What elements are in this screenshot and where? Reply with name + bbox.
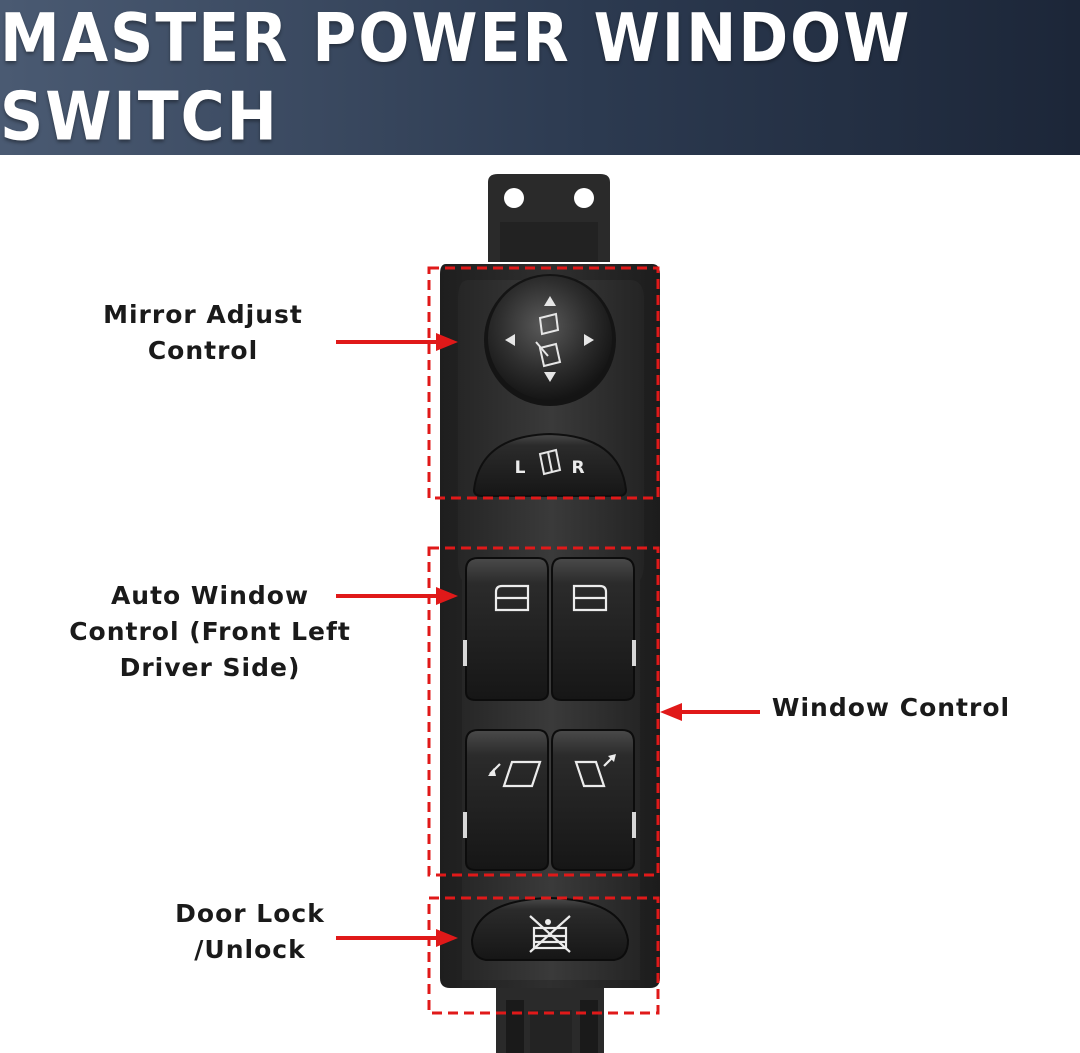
rear-right-window-icon bbox=[574, 754, 616, 788]
front-right-window-button[interactable] bbox=[551, 557, 636, 701]
arrow-right-icon bbox=[336, 587, 458, 605]
rear-window-icon bbox=[572, 584, 608, 612]
banner-title: MASTER POWER WINDOW SWITCH bbox=[0, 0, 912, 156]
mirror-joystick-icon bbox=[505, 296, 594, 382]
window-control-outline bbox=[427, 546, 660, 877]
window-control-label: Window Control bbox=[771, 693, 1011, 722]
mirror-select-icon bbox=[538, 448, 562, 476]
door-lock-label: Door Lock /Unlock bbox=[175, 899, 325, 964]
auto-window-label: Auto Window Control (Front Left Driver S… bbox=[69, 581, 351, 682]
mirror-adjust-label: Mirror Adjust Control bbox=[103, 300, 303, 365]
rear-left-window-icon bbox=[488, 760, 542, 788]
top-mounting-tab bbox=[488, 174, 610, 262]
front-left-window-button[interactable] bbox=[463, 557, 549, 701]
door-lock-outline bbox=[427, 896, 660, 1015]
child-lock-icon bbox=[529, 915, 571, 953]
door-lock-button[interactable] bbox=[470, 896, 630, 961]
window-up-icon bbox=[494, 584, 530, 612]
mirror-adjust-outline bbox=[427, 266, 660, 500]
title-banner: MASTER POWER WINDOW SWITCH bbox=[0, 0, 1080, 156]
bottom-connector bbox=[496, 985, 604, 1053]
arrow-right-icon bbox=[336, 929, 458, 947]
arrow-left-icon bbox=[660, 703, 760, 721]
mirror-right-label: R bbox=[571, 458, 584, 478]
mirror-left-label: L bbox=[515, 458, 526, 478]
rear-left-window-button[interactable] bbox=[463, 729, 549, 871]
arrow-right-icon bbox=[336, 333, 458, 351]
mirror-adjust-knob[interactable] bbox=[484, 274, 616, 406]
rear-right-window-button[interactable] bbox=[551, 729, 636, 871]
mirror-select-switch[interactable]: L R bbox=[472, 432, 628, 497]
